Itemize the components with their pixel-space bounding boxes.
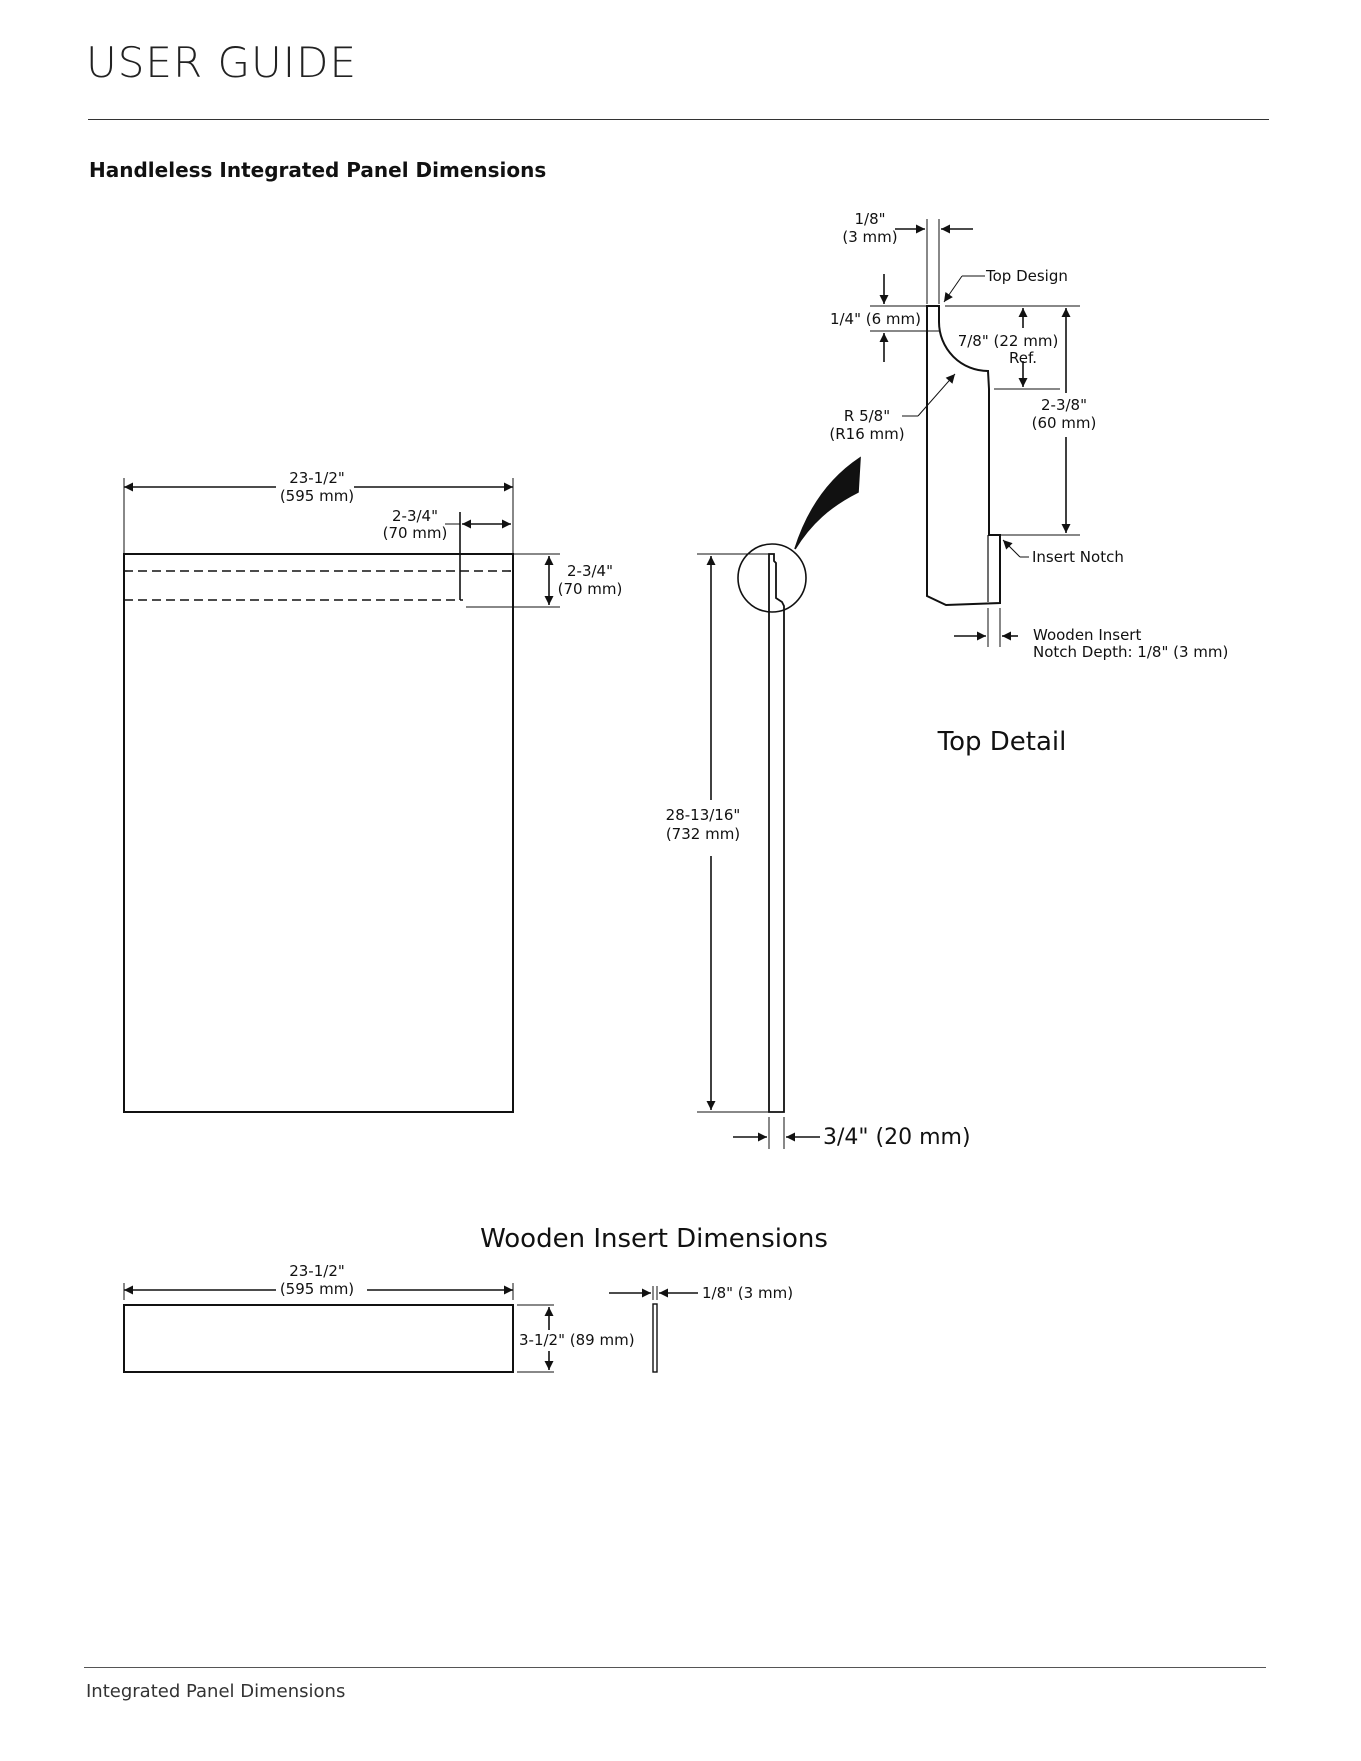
page-header-title: USER GUIDE <box>86 38 358 87</box>
curve-ref-label: 7/8" (22 mm) <box>958 332 1059 350</box>
footer-rule <box>84 1667 1266 1668</box>
insert-notch-leader-arrow <box>1002 539 1021 558</box>
notch-depth-label: Notch Depth: 1/8" (3 mm) <box>1033 643 1228 661</box>
insert-height-label: 3-1/2" (89 mm) <box>519 1331 635 1349</box>
notch-height-label-in: 2-3/4" <box>567 562 613 580</box>
wooden-insert-label: Wooden Insert <box>1033 626 1141 644</box>
lip-label-in: 1/8" <box>854 210 885 228</box>
insert-width-label-in: 23-1/2" <box>289 1262 345 1280</box>
section-title: Handleless Integrated Panel Dimensions <box>89 158 547 182</box>
side-height-label-mm: (732 mm) <box>666 825 740 843</box>
thickness-label: 3/4" (20 mm) <box>823 1125 971 1150</box>
notch-pos-label-mm: (60 mm) <box>1032 414 1097 432</box>
radius-leader-arrow <box>917 373 956 417</box>
insert-thickness-label: 1/8" (3 mm) <box>702 1284 793 1302</box>
front-panel-outline <box>123 553 514 1113</box>
notch-pos-label-in: 2-3/8" <box>1041 396 1087 414</box>
notch-height-label-mm: (70 mm) <box>558 580 623 598</box>
front-width-label-mm: (595 mm) <box>280 487 354 505</box>
top-design-leader-arrow <box>943 275 963 303</box>
notch-width-label-in: 2-3/4" <box>392 507 438 525</box>
side-panel-outline <box>768 553 785 1113</box>
detail-callout-circle <box>737 543 807 613</box>
insert-side-profile <box>652 1303 658 1373</box>
side-height-label-in: 28-13/16" <box>666 806 741 824</box>
front-panel-view <box>123 478 560 1113</box>
wooden-insert-view <box>123 1283 698 1373</box>
wooden-insert-title: Wooden Insert Dimensions <box>480 1224 828 1254</box>
footer-text: Integrated Panel Dimensions <box>86 1681 346 1702</box>
top-detail-profile <box>926 305 1001 607</box>
curve-ref-suffix: Ref. <box>1009 349 1037 367</box>
lip-label-mm: (3 mm) <box>842 228 897 246</box>
top-design-label: Top Design <box>985 267 1068 285</box>
radius-label-mm: (R16 mm) <box>829 425 904 443</box>
insert-width-label-mm: (595 mm) <box>280 1280 354 1298</box>
radius-label-in: R 5/8" <box>844 407 890 425</box>
top-depth-label: 1/4" (6 mm) <box>830 310 921 328</box>
detail-pointer <box>794 456 861 550</box>
insert-notch-label: Insert Notch <box>1032 548 1124 566</box>
front-width-label-in: 23-1/2" <box>289 469 345 487</box>
top-detail-view <box>870 219 1080 647</box>
top-detail-title: Top Detail <box>937 727 1067 757</box>
side-panel-view <box>697 456 861 1149</box>
wooden-insert-outline <box>123 1304 514 1373</box>
header-rule <box>88 119 1269 120</box>
notch-width-label-mm: (70 mm) <box>383 524 448 542</box>
